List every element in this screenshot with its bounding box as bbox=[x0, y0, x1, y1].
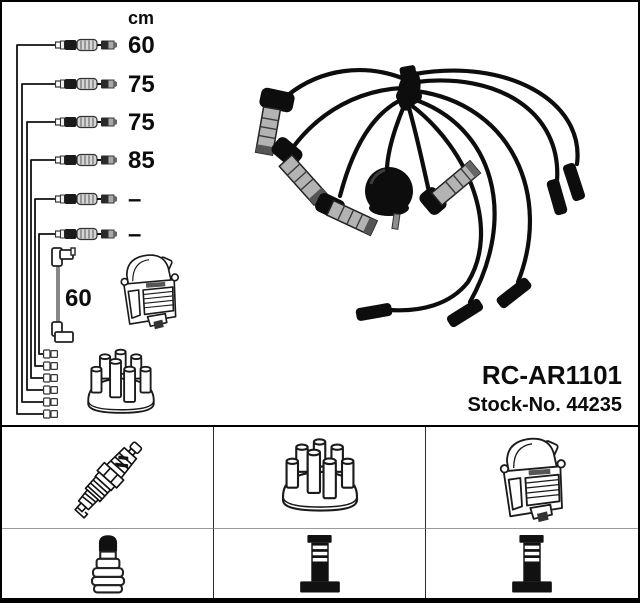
table-cell-distributor-cap bbox=[214, 427, 426, 529]
cable-length-label: 60 bbox=[128, 32, 155, 59]
ignition-coil-icon bbox=[490, 433, 574, 523]
top-section: cm 60 75 75 85 – – 60 RC-AR1101 Stock-No… bbox=[0, 0, 640, 427]
ignition-coil-icon bbox=[120, 254, 180, 330]
table-cell-ignition-coil bbox=[426, 427, 638, 529]
cable-length-label: – bbox=[128, 186, 142, 213]
stock-number: Stock-No. 44235 bbox=[467, 394, 622, 416]
table-cell-stud-terminal bbox=[426, 529, 638, 598]
distributor-cap-icon bbox=[87, 348, 155, 414]
cap-terminal-icons bbox=[43, 349, 58, 419]
cable-length-label: – bbox=[128, 221, 142, 248]
suppressor-icon bbox=[365, 167, 413, 230]
cable-length-label: 75 bbox=[128, 71, 155, 98]
cable-length-label: 75 bbox=[128, 109, 155, 136]
coil-wire-icon bbox=[51, 247, 76, 343]
coil-wire-length-label: 60 bbox=[65, 285, 92, 312]
stud-terminal-icon bbox=[297, 534, 343, 594]
ignition-cable-set-photo bbox=[254, 65, 586, 328]
cable-length-diagram bbox=[16, 44, 55, 415]
table-cell-spark-plug bbox=[2, 427, 214, 529]
cable-bundle-clip bbox=[396, 65, 422, 111]
spark-plug-icon bbox=[58, 430, 158, 526]
ignition-cable-icons bbox=[55, 38, 117, 241]
unit-header: cm bbox=[128, 8, 155, 28]
plug-boot-icons bbox=[254, 87, 482, 237]
table-cell-stud-terminal bbox=[214, 529, 426, 598]
table-cell-plug-terminal bbox=[2, 529, 214, 598]
product-codes: RC-AR1101 Stock-No. 44235 bbox=[467, 360, 622, 417]
technical-diagram-and-photo bbox=[16, 38, 586, 419]
parts-table bbox=[0, 427, 640, 603]
cable-connector-icons bbox=[355, 162, 586, 328]
part-number: RC-AR1101 bbox=[481, 360, 622, 390]
stud-terminal-icon bbox=[509, 534, 555, 594]
cable-length-label: 85 bbox=[128, 147, 155, 174]
distributor-cap-icon bbox=[276, 433, 364, 523]
plug-terminal-nut-icon bbox=[87, 534, 129, 594]
